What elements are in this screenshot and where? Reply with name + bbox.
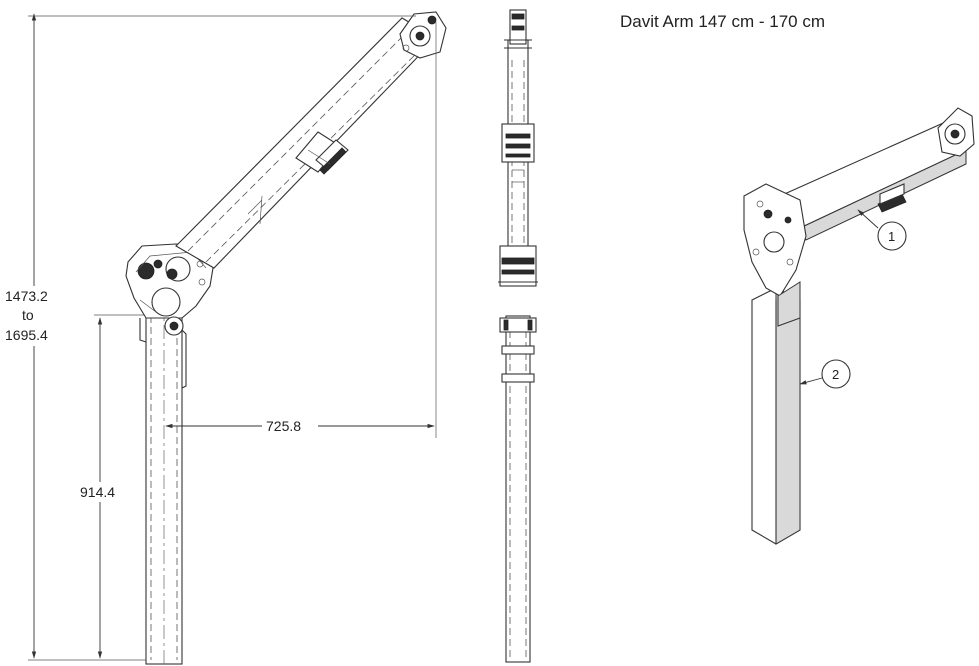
balloon-2-label: 2 <box>832 367 839 382</box>
dimension-height-to: to <box>22 307 34 323</box>
drawing-title: Davit Arm 147 cm - 170 cm <box>620 12 825 31</box>
balloon-1-label: 1 <box>888 229 895 244</box>
front-view <box>498 9 538 663</box>
side-view-pivot-head <box>125 243 215 336</box>
dimension-height-min: 1473.2 <box>5 288 48 304</box>
dimension-mast-height: 914.4 <box>78 314 144 659</box>
balloon-1: 1 <box>857 209 907 251</box>
isometric-boom <box>779 107 975 241</box>
balloon-2: 2 <box>799 359 851 389</box>
side-view-boom <box>175 17 437 269</box>
isometric-mast <box>751 287 801 545</box>
side-view-mast <box>139 300 187 665</box>
side-view <box>125 11 447 665</box>
isometric-pivot-plate <box>743 183 807 327</box>
side-view-head-sheave <box>399 11 447 59</box>
isometric-view <box>743 107 975 545</box>
dimension-reach: 725.8 <box>165 22 437 438</box>
dimension-mast-height-value: 914.4 <box>80 484 115 500</box>
dimension-overall-height: 1473.2 to 1695.4 <box>5 13 416 661</box>
dimension-reach-value: 725.8 <box>266 418 301 434</box>
dimension-height-max: 1695.4 <box>5 327 48 343</box>
